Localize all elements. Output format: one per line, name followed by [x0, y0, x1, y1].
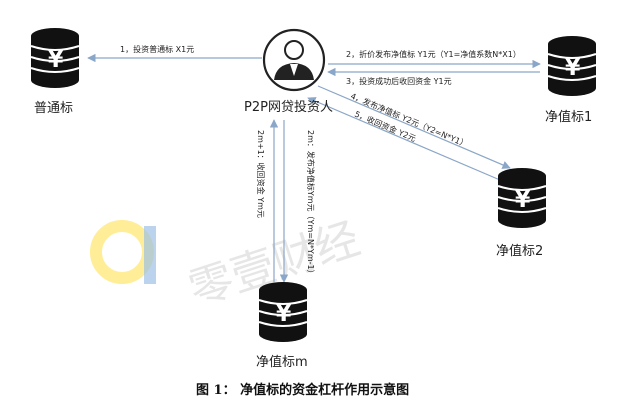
yen-icon: ¥ — [565, 56, 581, 81]
edge-label-2: 2，折价发布净值标 Y1元（Y1=净值系数N*X1） — [346, 49, 521, 59]
figure-caption: 图 1： 净值标的资金杠杆作用示意图 — [196, 382, 409, 398]
watermark-logo — [90, 220, 156, 284]
coin-stack-net1: ¥ — [547, 35, 597, 97]
yen-icon: ¥ — [515, 188, 531, 213]
investor-node — [262, 28, 326, 92]
regular-label: 普通标 — [34, 101, 73, 116]
investor-label: P2P网贷投资人 — [244, 99, 333, 115]
coin-stack-net2: ¥ — [497, 167, 547, 229]
yen-icon: ¥ — [276, 302, 292, 327]
netm-label: 净值标m — [256, 354, 308, 370]
edge-label-2m: 2m：发布净值标Ym元（Ym=N*Ym-1） — [306, 130, 316, 278]
yen-icon: ¥ — [48, 48, 64, 73]
edge-label-3: 3，投资成功后收回资金 Y1元 — [346, 76, 452, 86]
net2-label: 净值标2 — [496, 243, 543, 259]
edge-label-2m1: 2m+1：收回资金 Ym元 — [256, 130, 266, 218]
edge-label-1: 1，投资普通标 X1元 — [120, 44, 194, 54]
net1-label: 净值标1 — [545, 109, 592, 125]
edge-return-net2 — [307, 97, 501, 181]
coin-stack-regular: ¥ — [30, 27, 80, 89]
coin-stack-netm: ¥ — [258, 281, 308, 343]
edge-publish-net2 — [317, 85, 511, 169]
